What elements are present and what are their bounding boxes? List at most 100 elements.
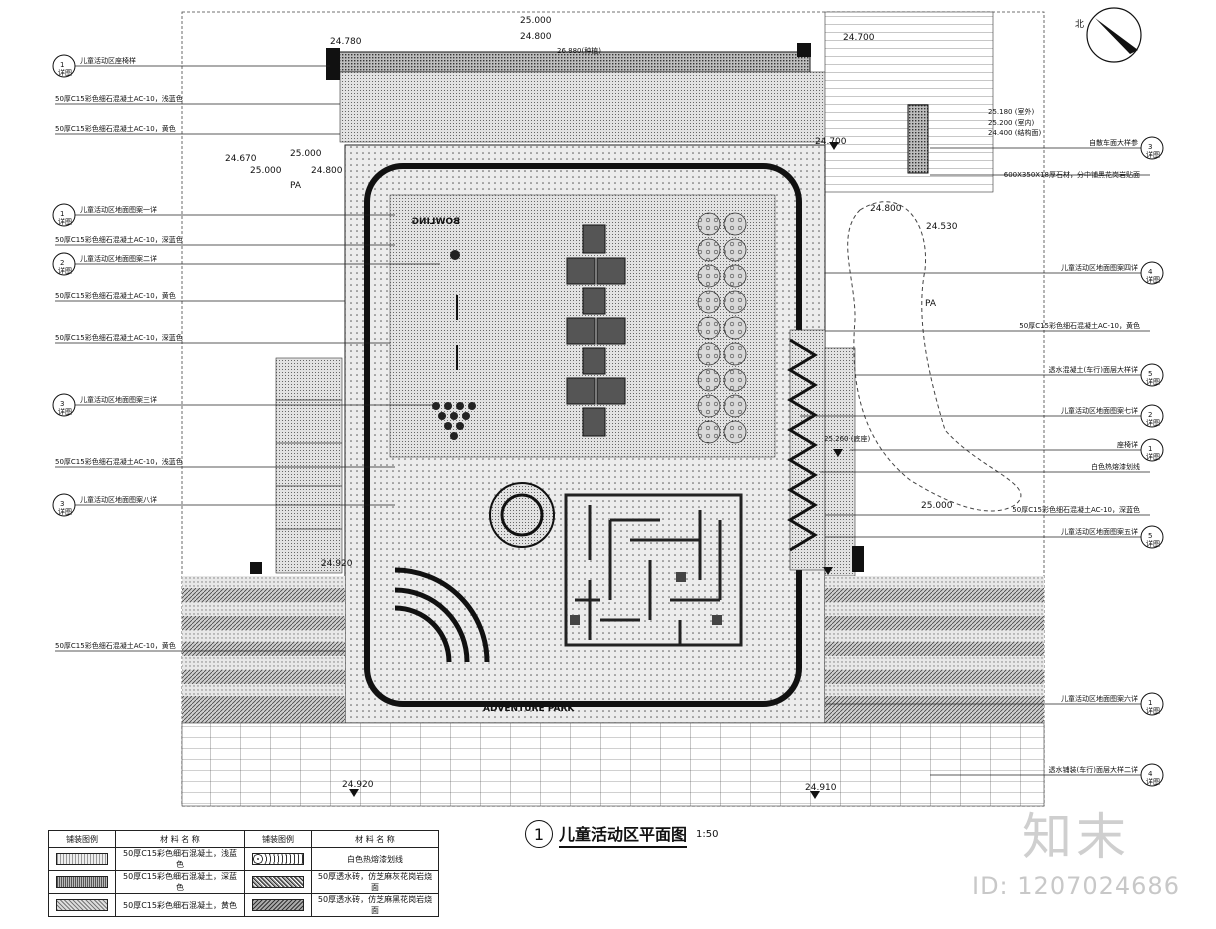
svg-text:自散车面大样参: 自散车面大样参 <box>1089 138 1138 147</box>
hopscotch-grid <box>566 224 626 437</box>
pa-label-right: PA <box>925 299 937 309</box>
north-label: 北 <box>1075 19 1084 30</box>
bowling-pins <box>432 402 476 440</box>
svg-text:50厚C15彩色细石混凝土AC-10，黄色: 50厚C15彩色细石混凝土AC-10，黄色 <box>55 291 176 300</box>
left-callout-texts: 儿童活动区座椅样 50厚C15彩色细石混凝土AC-10，浅蓝色 50厚C15彩色… <box>55 56 183 650</box>
drawing-scale: 1:50 <box>696 828 719 840</box>
quarter-arcs <box>394 567 490 663</box>
svg-text:1: 1 <box>60 210 64 218</box>
svg-text:详图: 详图 <box>1146 418 1160 427</box>
corner-posts <box>250 43 864 574</box>
svg-text:儿童活动区地面图案二详: 儿童活动区地面图案二详 <box>80 254 157 263</box>
svg-text:5: 5 <box>1148 532 1152 540</box>
svg-text:详图: 详图 <box>58 407 72 416</box>
adventure-park-text: ADVENTURE PARK <box>483 704 575 714</box>
legend-header-pattern-1: 铺装图例 <box>48 830 116 848</box>
svg-text:透水混凝土(车行)面层大样详: 透水混凝土(车行)面层大样详 <box>1049 365 1138 374</box>
svg-text:24.800: 24.800 <box>520 32 552 42</box>
svg-text:白色热熔漆划线: 白色热熔漆划线 <box>1091 462 1140 471</box>
legend-material: 50厚C15彩色细石混凝土，深蓝色 <box>115 870 245 894</box>
svg-text:2: 2 <box>60 259 64 267</box>
svg-text:24.400 (结构面): 24.400 (结构面) <box>988 128 1041 137</box>
svg-text:25.000: 25.000 <box>290 149 322 159</box>
svg-text:儿童活动区地面图案四详: 儿童活动区地面图案四详 <box>1061 263 1138 272</box>
svg-text:详图: 详图 <box>1146 275 1160 284</box>
drawing-title: 1 儿童活动区平面图 1:50 <box>525 820 718 848</box>
bottom-paving-grid <box>181 722 1045 807</box>
legend-swatch <box>244 847 312 871</box>
bowling-text: BOWLING <box>412 217 460 227</box>
svg-text:25.260 (底座): 25.260 (底座) <box>824 434 870 443</box>
svg-text:详图: 详图 <box>58 507 72 516</box>
pa-label-left: PA <box>290 181 302 191</box>
legend-material: 50厚透水砖，仿芝麻灰花岗岩烧面 <box>311 870 439 894</box>
drawing-title-text: 儿童活动区平面图 <box>559 821 688 848</box>
svg-text:儿童活动区地面图案六详: 儿童活动区地面图案六详 <box>1061 694 1138 703</box>
svg-text:5: 5 <box>1148 370 1152 378</box>
svg-text:50厚C15彩色细石混凝土AC-10，黄色: 50厚C15彩色细石混凝土AC-10，黄色 <box>1019 321 1140 330</box>
legend-material: 50厚透水砖，仿芝麻黑花岗岩烧面 <box>311 893 439 917</box>
svg-text:详图: 详图 <box>58 266 72 275</box>
legend-header-pattern-2: 铺装图例 <box>244 830 312 848</box>
svg-text:24.780: 24.780 <box>330 37 362 47</box>
svg-text:24.920: 24.920 <box>321 559 353 569</box>
svg-text:50厚C15彩色细石混凝土AC-10，深蓝色: 50厚C15彩色细石混凝土AC-10，深蓝色 <box>55 333 183 342</box>
watermark-brand: 知末 <box>1022 808 1130 866</box>
legend-material: 50厚C15彩色细石混凝土，黄色 <box>115 893 245 917</box>
svg-text:25.000: 25.000 <box>520 16 552 26</box>
svg-text:4: 4 <box>1148 770 1153 778</box>
paving-legend-table: 铺装图例 材 料 名 称 铺装图例 材 料 名 称 50厚C15彩色细石混凝土，… <box>48 830 439 917</box>
stair-wall <box>907 104 929 174</box>
legend-swatch <box>48 847 116 871</box>
svg-text:26.880(种植): 26.880(种植) <box>557 46 601 55</box>
legend-header-material-1: 材 料 名 称 <box>115 830 245 848</box>
svg-text:24.700: 24.700 <box>843 33 875 43</box>
svg-text:50厚C15彩色细石混凝土AC-10，浅蓝色: 50厚C15彩色细石混凝土AC-10，浅蓝色 <box>55 94 183 103</box>
lawn-outline <box>847 201 1022 512</box>
maze-nodes <box>570 572 722 625</box>
right-callout-bubbles <box>1140 136 1164 787</box>
legend-swatch <box>244 870 312 894</box>
svg-text:3: 3 <box>60 400 64 408</box>
left-leader-lines <box>55 65 440 652</box>
bowling-ball <box>450 250 460 260</box>
svg-text:1: 1 <box>1148 699 1152 707</box>
svg-text:1: 1 <box>1148 445 1152 453</box>
svg-text:25.200 (室内): 25.200 (室内) <box>988 118 1034 127</box>
left-slide-area <box>275 357 343 574</box>
svg-text:儿童活动区地面图案三详: 儿童活动区地面图案三详 <box>80 395 157 404</box>
svg-text:24.800: 24.800 <box>311 166 343 176</box>
left-callout-bubbles <box>52 54 76 517</box>
right-callout-texts: 自散车面大样参 600X350X18厚石材，分中铺黑花岗岩贴面 儿童活动区地面图… <box>1004 138 1140 774</box>
callout-numbers-right: 3 4 5 2 1 5 1 4 详图 详图 详图 详图 详图 详图 详图 详图 <box>1146 143 1160 786</box>
right-planter <box>824 347 856 577</box>
svg-text:600X350X18厚石材，分中铺黑花岗岩贴面: 600X350X18厚石材，分中铺黑花岗岩贴面 <box>1004 170 1140 179</box>
stepping-circles <box>697 212 747 444</box>
target-rings <box>489 482 555 548</box>
svg-text:详图: 详图 <box>1146 706 1160 715</box>
svg-text:50厚C15彩色细石混凝土AC-10，深蓝色: 50厚C15彩色细石混凝土AC-10，深蓝色 <box>55 235 183 244</box>
elevation-markers <box>349 142 843 799</box>
svg-text:儿童活动区地面图案五详: 儿童活动区地面图案五详 <box>1061 527 1138 536</box>
permeable-bands <box>182 576 1044 723</box>
svg-text:详图: 详图 <box>1146 777 1160 786</box>
legend-swatch <box>244 893 312 917</box>
slide-rows <box>276 399 342 530</box>
right-leader-lines <box>800 147 1150 776</box>
elevation-labels: 25.000 24.800 24.780 26.880(种植) 24.700 2… <box>225 16 1041 793</box>
svg-text:儿童活动区地面图案一详: 儿童活动区地面图案一详 <box>80 205 157 214</box>
top-planting-strip <box>329 51 811 73</box>
legend-header-material-2: 材 料 名 称 <box>311 830 439 848</box>
svg-text:详图: 详图 <box>1146 452 1160 461</box>
svg-text:详图: 详图 <box>1146 377 1160 386</box>
svg-text:3: 3 <box>60 500 64 508</box>
svg-text:2: 2 <box>1148 411 1152 419</box>
watermark-id: ID: 1207024686 <box>972 872 1180 900</box>
svg-text:详图: 详图 <box>58 217 72 226</box>
top-paving <box>339 71 831 143</box>
stair-area <box>824 11 994 193</box>
svg-text:24.920: 24.920 <box>342 780 374 790</box>
svg-text:儿童活动区座椅样: 儿童活动区座椅样 <box>80 56 136 65</box>
svg-text:25.000: 25.000 <box>921 501 953 511</box>
svg-text:儿童活动区地面图案七详: 儿童活动区地面图案七详 <box>1061 406 1138 415</box>
